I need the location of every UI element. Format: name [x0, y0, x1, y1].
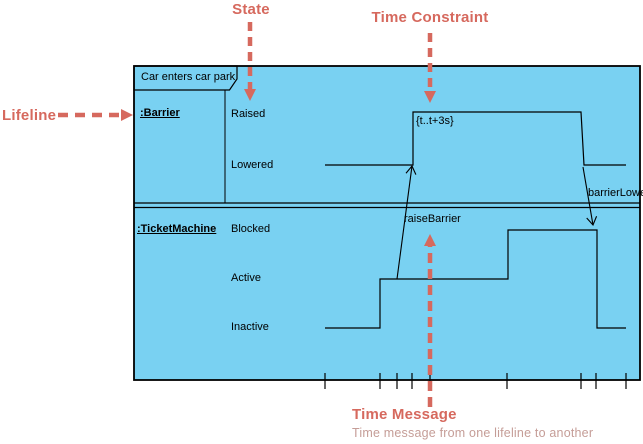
state-label-inactive: Inactive [231, 321, 269, 333]
time-message-annotation-subtitle: Time message from one lifeline to anothe… [352, 426, 594, 440]
barrier-lowered-message-line [582, 166, 598, 227]
barrier-waveform [325, 111, 626, 166]
lifeline-name-barrier: :Barrier [140, 107, 180, 119]
time-constraint-annotation-label: Time Constraint [371, 9, 489, 26]
frame-label: Car enters car park [141, 71, 236, 83]
message-label-barrier-lowered: barrierLowered [588, 187, 643, 199]
state-annotation-label: State [232, 1, 270, 18]
time-constraint-text: {t..t+3s} [416, 115, 454, 127]
lifeline-annotation-label: Lifeline [2, 107, 57, 124]
message-label-raise-barrier: raiseBarrier [404, 213, 461, 225]
state-label-blocked: Blocked [231, 223, 271, 235]
raise-barrier-message-line [396, 164, 417, 280]
frame-label-pentagon [133, 65, 238, 91]
lane-divider [134, 202, 640, 209]
lifeline-name-ticketmachine: :TicketMachine [137, 223, 217, 235]
state-label-raised: Raised [231, 108, 266, 120]
state-label-active: Active [231, 272, 261, 284]
frame-border [133, 65, 641, 381]
ticketmachine-waveform [325, 229, 626, 329]
time-message-annotation-label: Time Message [352, 406, 457, 423]
state-label-lowered: Lowered [231, 159, 274, 171]
